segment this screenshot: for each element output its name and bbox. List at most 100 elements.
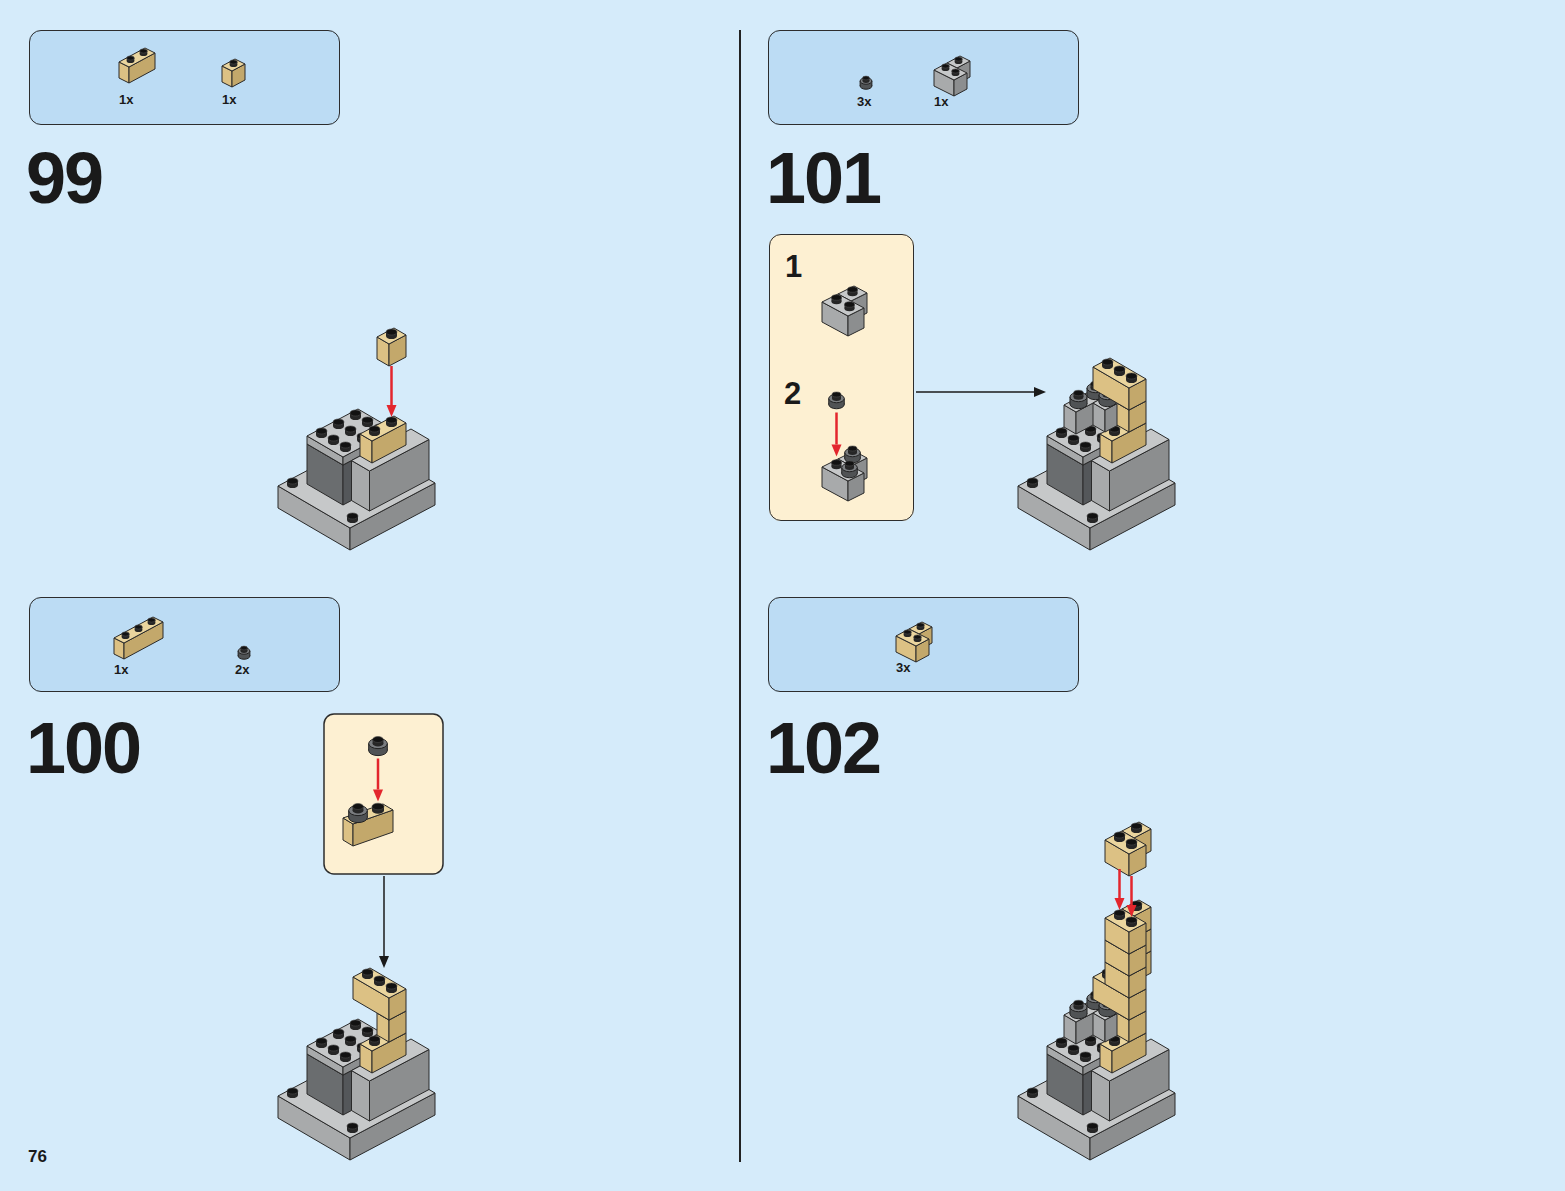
callout-arrow xyxy=(383,876,385,956)
stud xyxy=(362,969,373,975)
stud xyxy=(1126,917,1137,923)
stud xyxy=(369,426,380,432)
stud xyxy=(374,976,385,982)
stud xyxy=(952,69,960,73)
stud xyxy=(345,426,356,432)
stud xyxy=(914,635,922,639)
stud xyxy=(328,435,339,441)
brick-face xyxy=(822,459,864,481)
substep-number: 1 xyxy=(785,251,802,282)
stud xyxy=(1131,823,1142,829)
stud xyxy=(347,513,358,519)
stud xyxy=(127,56,135,60)
stud xyxy=(230,60,238,64)
parts-list-box: 3x 1x xyxy=(768,30,1079,125)
brick-face xyxy=(119,48,155,67)
stud xyxy=(832,460,842,466)
step-number: 100 xyxy=(26,712,140,784)
panel-fill xyxy=(768,30,1079,125)
panel-fill xyxy=(29,30,340,125)
stud xyxy=(1056,1038,1067,1044)
part-quantity: 1x xyxy=(114,663,128,676)
stud xyxy=(1114,910,1125,916)
stud xyxy=(904,630,912,634)
stud xyxy=(386,417,397,423)
stud xyxy=(917,623,925,627)
stud xyxy=(955,57,963,61)
parts-list-box: 1x 2x xyxy=(29,597,340,692)
stud xyxy=(863,76,870,80)
placement-arrow xyxy=(1118,869,1121,898)
stud xyxy=(362,417,373,423)
panel-fill xyxy=(769,234,914,521)
parts-icons xyxy=(114,48,970,662)
stud xyxy=(345,1036,356,1042)
stud xyxy=(1087,513,1098,519)
stud xyxy=(135,625,143,629)
callout-panel xyxy=(324,714,443,874)
stud xyxy=(350,1020,361,1026)
stud xyxy=(832,392,841,397)
stud xyxy=(122,632,130,636)
part-quantity: 1x xyxy=(119,93,133,106)
panel-fill xyxy=(29,597,340,692)
stud xyxy=(1074,1000,1084,1005)
stud xyxy=(353,804,364,810)
stud xyxy=(1080,1052,1091,1058)
page-divider xyxy=(739,30,741,1162)
brick-face xyxy=(222,59,245,71)
stud xyxy=(845,302,855,308)
stud xyxy=(1068,435,1079,441)
stud xyxy=(140,49,148,53)
placement-arrow xyxy=(390,366,393,405)
stud xyxy=(369,1036,380,1042)
placement-arrow xyxy=(1130,876,1133,905)
stud xyxy=(347,1123,358,1129)
stud xyxy=(1056,428,1067,434)
model-step-101 xyxy=(1018,358,1175,550)
step-number: 99 xyxy=(26,142,102,214)
substep-panel: 12 xyxy=(769,234,914,521)
placement-arrow xyxy=(832,445,842,457)
placement-arrow xyxy=(835,413,838,445)
parts-list-box: 3x xyxy=(768,597,1079,692)
brick-face xyxy=(360,416,406,441)
brick-face xyxy=(1105,831,1146,854)
callout-arrow xyxy=(379,956,389,968)
brick-face xyxy=(353,968,406,998)
placement-arrow xyxy=(377,759,380,790)
stud xyxy=(832,295,842,301)
part-quantity: 3x xyxy=(896,661,910,674)
stud xyxy=(1087,1123,1098,1129)
stud xyxy=(1114,366,1125,372)
callout-art xyxy=(343,737,393,968)
part-quantity: 2x xyxy=(235,663,249,676)
stud xyxy=(333,1029,344,1035)
stud xyxy=(1102,359,1113,365)
stud xyxy=(1074,390,1084,395)
stud xyxy=(287,1088,298,1094)
panel-fill xyxy=(768,597,1079,692)
stud xyxy=(1126,373,1137,379)
substep-art xyxy=(822,286,1046,501)
brick-face xyxy=(822,294,864,316)
substep-number: 2 xyxy=(784,378,801,409)
stud xyxy=(1114,832,1125,838)
step-number: 101 xyxy=(766,142,880,214)
stud xyxy=(340,442,351,448)
stud xyxy=(316,428,327,434)
stud xyxy=(362,1027,373,1033)
brick-face xyxy=(377,328,406,344)
model-step-100 xyxy=(278,968,435,1160)
placement-arrow xyxy=(387,405,397,417)
part-quantity: 3x xyxy=(857,95,871,108)
part-quantity: 1x xyxy=(934,95,948,108)
panel-grounds xyxy=(29,30,1079,1162)
callout-arrow xyxy=(1034,387,1046,397)
brick-face xyxy=(1105,909,1146,932)
stud xyxy=(1027,478,1038,484)
stud xyxy=(1080,442,1091,448)
